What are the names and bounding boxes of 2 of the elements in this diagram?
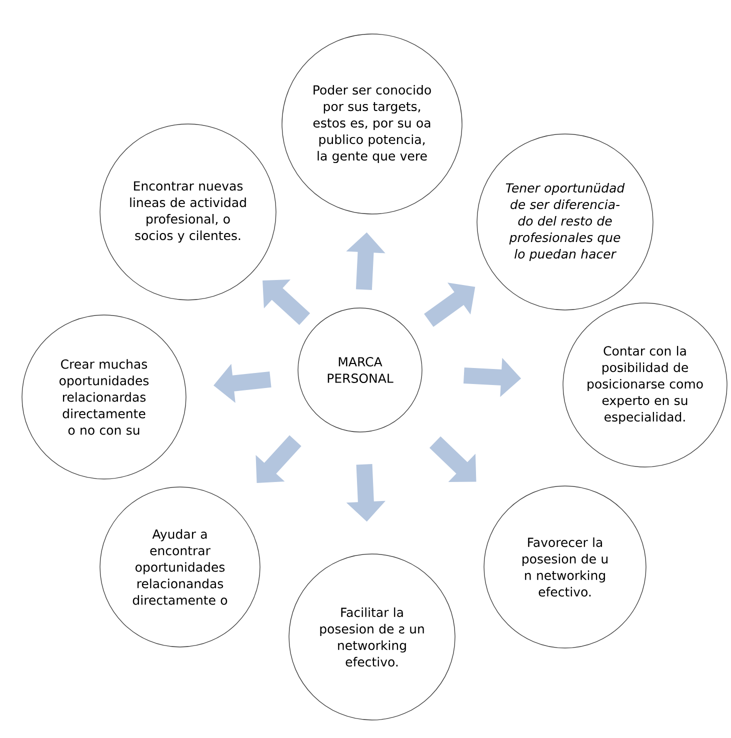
block-arrow — [262, 280, 310, 326]
block-arrow — [256, 435, 302, 483]
